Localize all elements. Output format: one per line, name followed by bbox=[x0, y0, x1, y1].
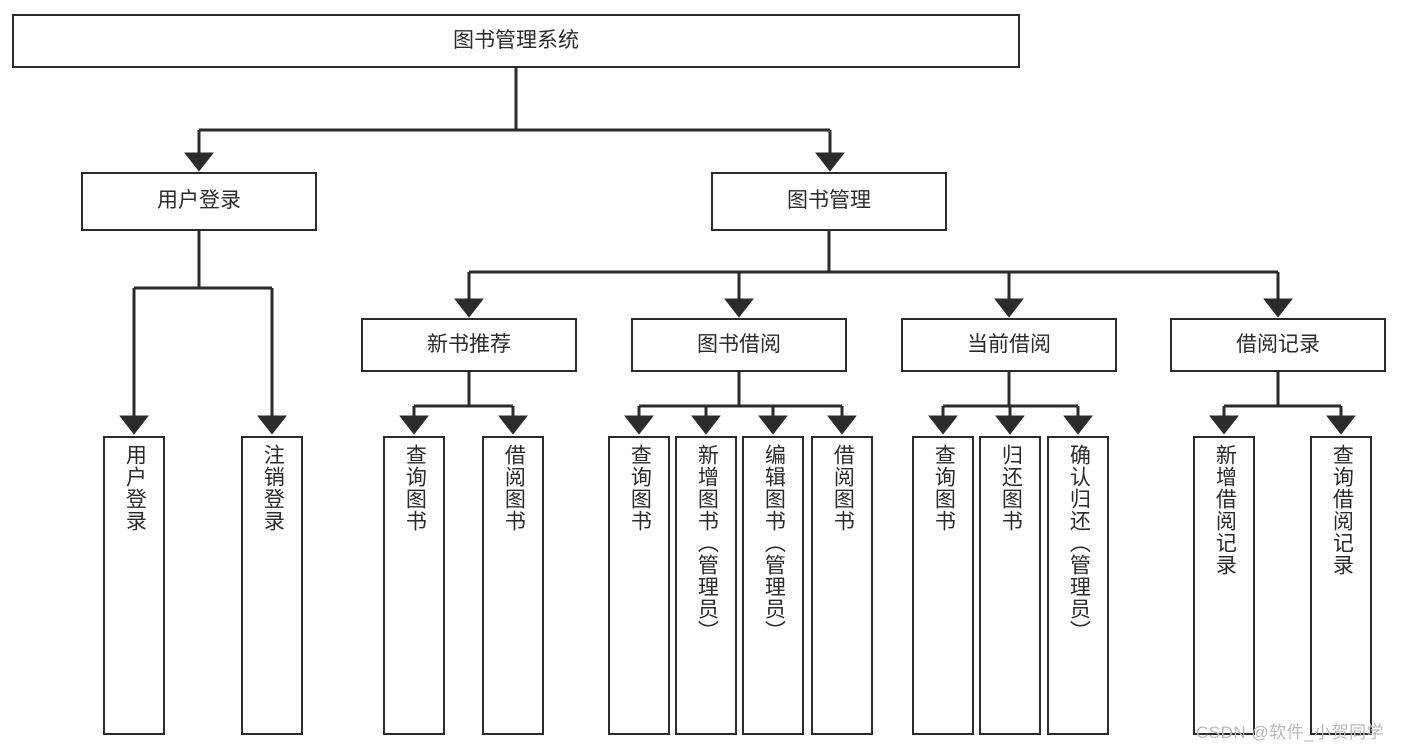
leaf-add-book-label: 新增图书（管理员） bbox=[695, 444, 719, 642]
leaf-query-book-3[interactable]: 查询图书 bbox=[912, 436, 974, 735]
node-current-borrow[interactable]: 当前借阅 bbox=[901, 318, 1117, 372]
node-new-book-recommend-label: 新书推荐 bbox=[427, 332, 511, 356]
csdn-watermark: CSDN @软件_小贺同学 bbox=[1196, 723, 1385, 742]
node-book-manage[interactable]: 图书管理 bbox=[711, 172, 947, 231]
leaf-edit-book-label: 编辑图书（管理员） bbox=[762, 444, 786, 642]
leaf-confirm-return[interactable]: 确认归还（管理员） bbox=[1047, 436, 1109, 735]
leaf-query-record[interactable]: 查询借阅记录 bbox=[1310, 436, 1372, 735]
leaf-return-book-label: 归还图书 bbox=[999, 444, 1023, 532]
node-new-book-recommend[interactable]: 新书推荐 bbox=[361, 318, 577, 372]
node-book-borrow[interactable]: 图书借阅 bbox=[631, 318, 847, 372]
leaf-confirm-return-label: 确认归还（管理员） bbox=[1067, 444, 1091, 642]
leaf-query-book-3-label: 查询图书 bbox=[932, 444, 956, 532]
leaf-edit-book[interactable]: 编辑图书（管理员） bbox=[742, 436, 804, 735]
leaf-logout-login-label: 注销登录 bbox=[261, 444, 285, 532]
leaf-add-book[interactable]: 新增图书（管理员） bbox=[675, 436, 737, 735]
node-book-manage-label: 图书管理 bbox=[787, 189, 871, 213]
leaf-borrow-book-2[interactable]: 借阅图书 bbox=[811, 436, 873, 735]
leaf-borrow-book-1[interactable]: 借阅图书 bbox=[482, 436, 544, 735]
node-current-borrow-label: 当前借阅 bbox=[967, 332, 1051, 356]
leaf-return-book[interactable]: 归还图书 bbox=[979, 436, 1041, 735]
leaf-query-book-2[interactable]: 查询图书 bbox=[608, 436, 670, 735]
node-borrow-record[interactable]: 借阅记录 bbox=[1170, 318, 1386, 372]
leaf-query-book-1[interactable]: 查询图书 bbox=[383, 436, 445, 735]
leaf-borrow-book-1-label: 借阅图书 bbox=[502, 444, 526, 532]
leaf-borrow-book-2-label: 借阅图书 bbox=[831, 444, 855, 532]
leaf-query-record-label: 查询借阅记录 bbox=[1330, 444, 1354, 576]
leaf-query-book-1-label: 查询图书 bbox=[403, 444, 427, 532]
node-book-borrow-label: 图书借阅 bbox=[697, 332, 781, 356]
leaf-query-book-2-label: 查询图书 bbox=[628, 444, 652, 532]
leaf-user-login[interactable]: 用户登录 bbox=[103, 436, 165, 735]
node-root-label: 图书管理系统 bbox=[453, 28, 579, 52]
leaf-add-record[interactable]: 新增借阅记录 bbox=[1193, 436, 1255, 735]
node-root[interactable]: 图书管理系统 bbox=[12, 14, 1020, 68]
node-user-login[interactable]: 用户登录 bbox=[81, 172, 317, 231]
node-user-login-label: 用户登录 bbox=[157, 189, 241, 213]
node-borrow-record-label: 借阅记录 bbox=[1236, 332, 1320, 356]
leaf-add-record-label: 新增借阅记录 bbox=[1213, 444, 1237, 576]
leaf-user-login-label: 用户登录 bbox=[123, 444, 147, 532]
leaf-logout-login[interactable]: 注销登录 bbox=[241, 436, 303, 735]
